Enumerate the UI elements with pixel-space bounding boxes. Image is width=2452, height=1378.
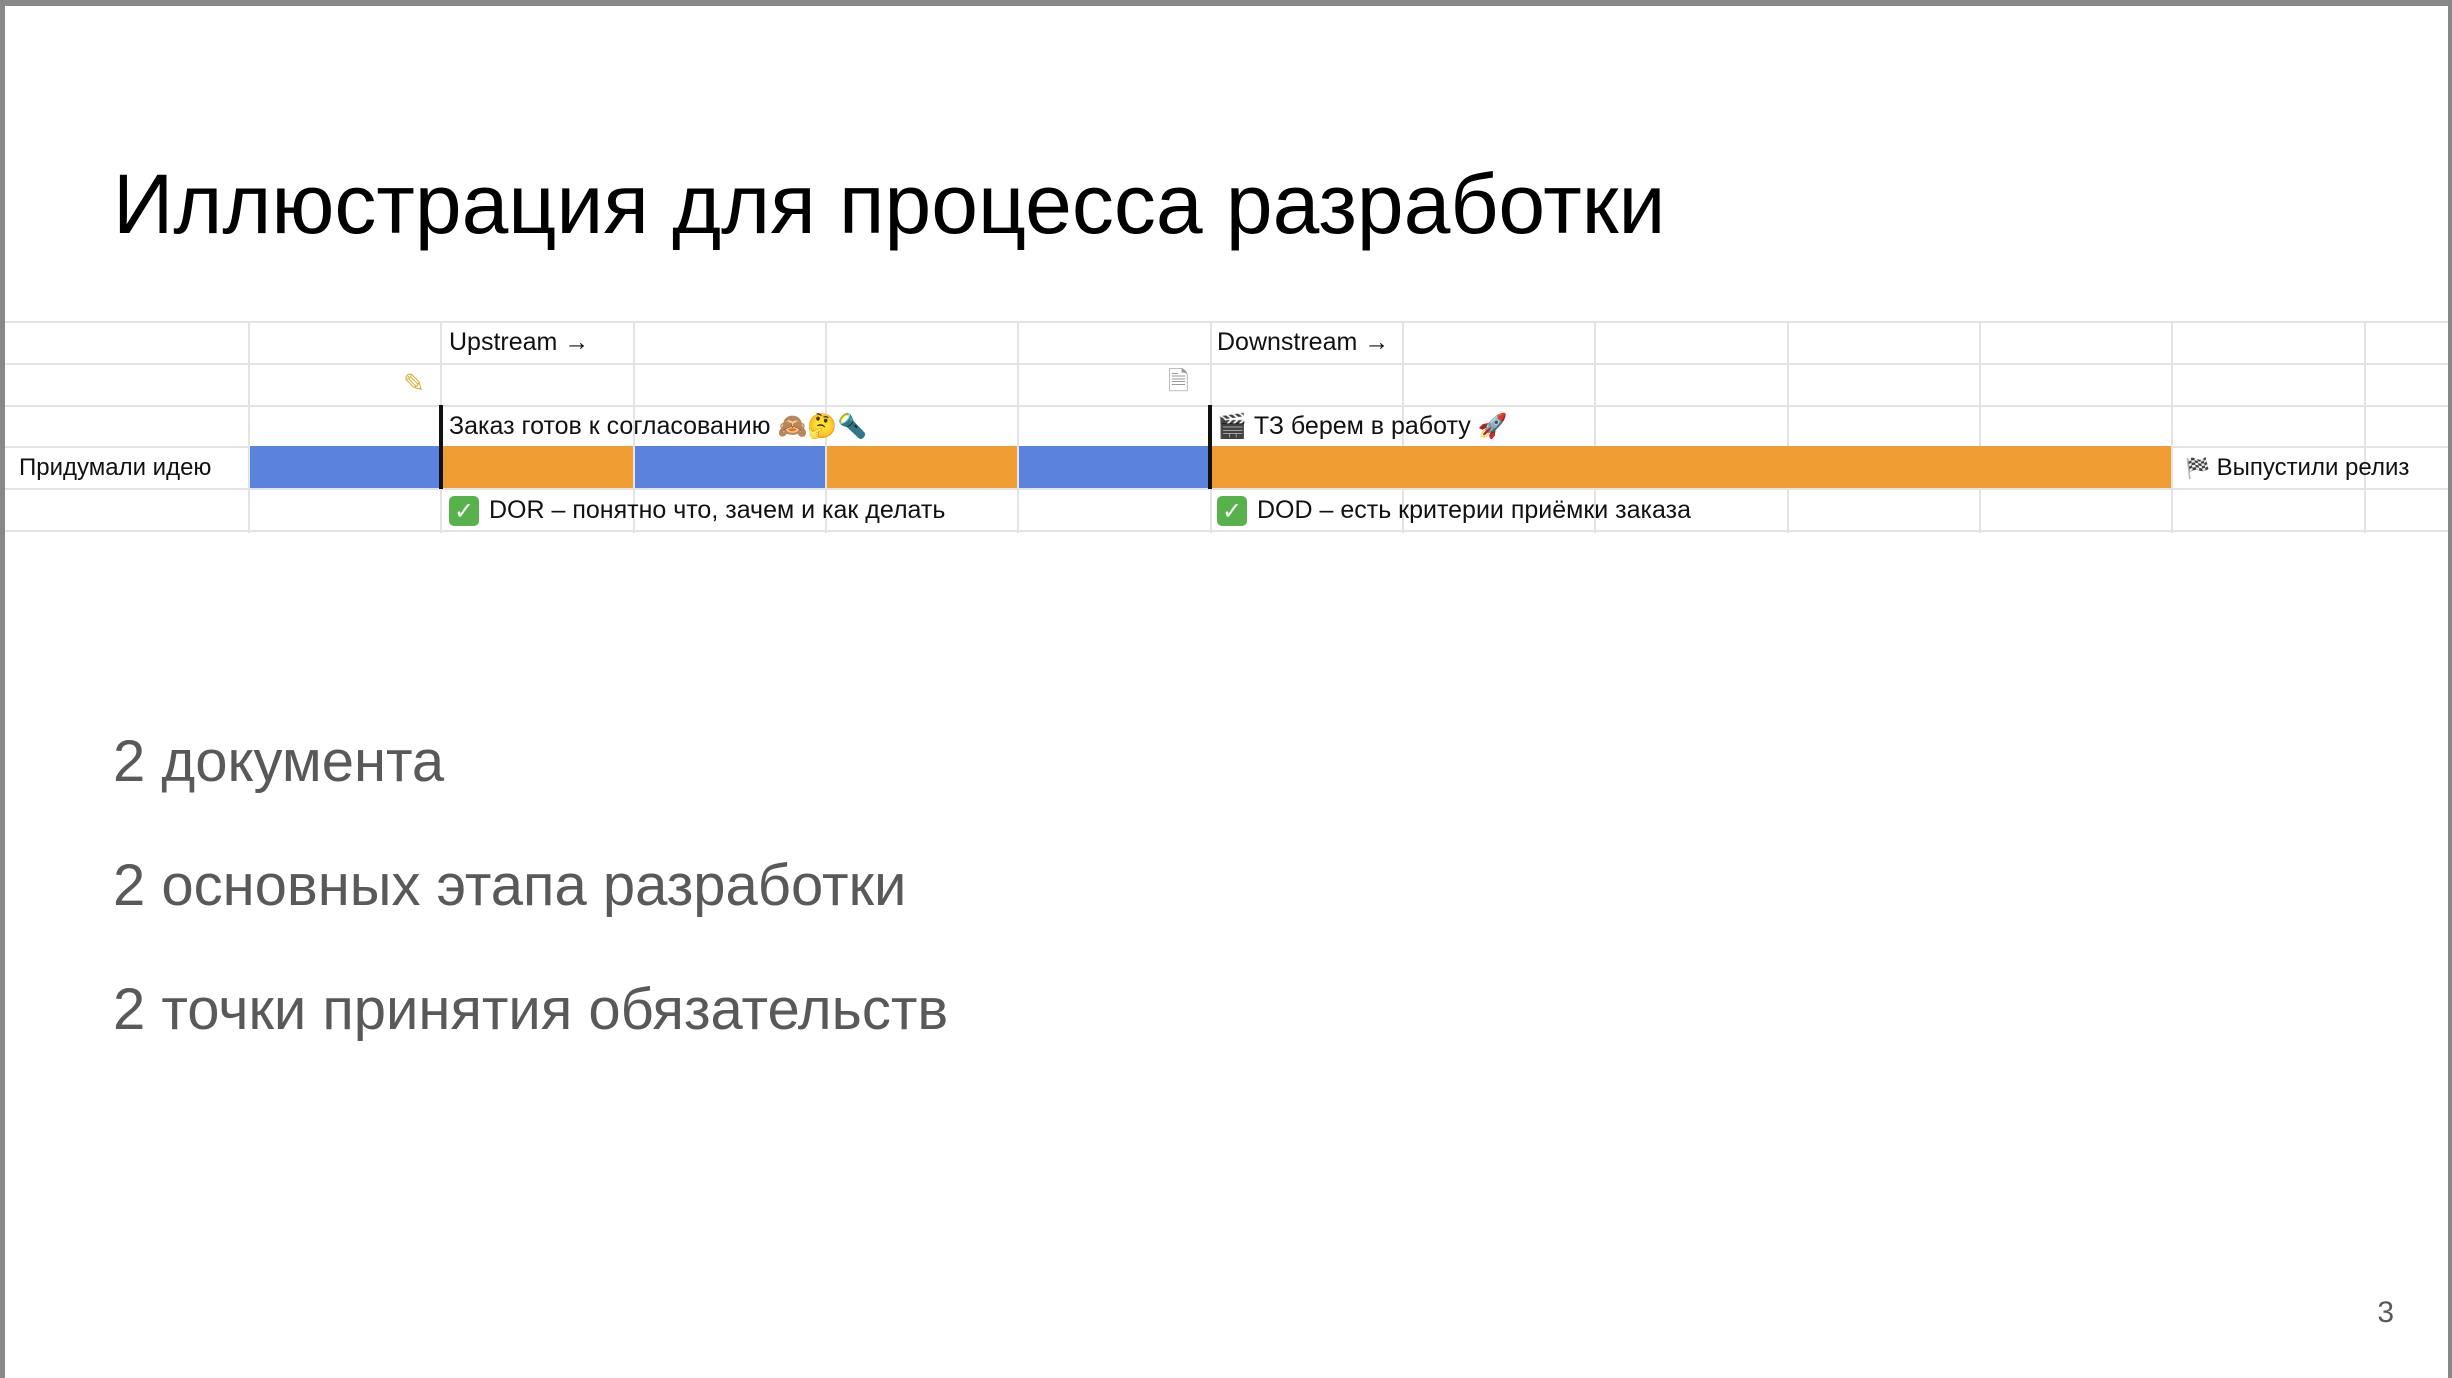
clapper-board-icon: 🎬 xyxy=(1217,413,1247,441)
dod-cell: ✓ DOD – есть критерии приёмки заказа xyxy=(1217,495,1692,527)
grid-line xyxy=(5,530,2448,532)
timeline-segment-blue xyxy=(635,446,825,488)
bullet-stages: 2 основных этапа разработки xyxy=(113,853,907,918)
grid-line xyxy=(1402,321,1404,533)
grid-line xyxy=(5,321,2448,323)
grid-line xyxy=(2364,321,2366,533)
order-ready-text: Заказ готов к согласованию xyxy=(449,412,771,440)
checkered-flag-icon: 🏁 xyxy=(2185,457,2210,480)
upstream-label: Upstream → xyxy=(449,328,590,356)
spec-taken-text: ТЗ берем в работу xyxy=(1253,412,1471,440)
dod-text: DOD – есть критерии приёмки заказа xyxy=(1257,496,1692,524)
checkmark-icon: ✓ xyxy=(449,496,479,527)
timeline-segment-blue xyxy=(250,446,440,488)
grid-line xyxy=(633,321,635,533)
grid-line xyxy=(5,363,2448,365)
timeline-segment-orange xyxy=(827,446,1017,488)
grid-line xyxy=(2171,321,2173,533)
slide-title: Иллюстрация для процесса разработки xyxy=(113,157,1666,251)
grid-line xyxy=(825,321,827,533)
grid-line xyxy=(5,488,2448,490)
pencil-memo-icon: ✎ xyxy=(403,369,425,399)
downstream-label: Downstream → xyxy=(1217,328,1390,356)
bullet-commitment-points: 2 точки принятия обязательств xyxy=(113,977,949,1042)
dor-cell: ✓ DOR – понятно что, зачем и как делать xyxy=(449,495,946,527)
grid-line xyxy=(1787,321,1789,533)
release-label: Выпустили релиз xyxy=(2216,454,2410,481)
checkmark-icon: ✓ xyxy=(1217,496,1247,527)
document-icon: 🗎 xyxy=(1168,367,1189,397)
spec-taken-cell: 🎬 ТЗ берем в работу 🚀 xyxy=(1217,411,1508,442)
grid-line xyxy=(248,321,250,533)
grid-line xyxy=(1979,321,1981,533)
order-ready-cell: Заказ готов к согласованию 🙈🤔🔦 xyxy=(449,411,867,442)
timeline-segment-orange xyxy=(1212,446,2171,488)
timeline-segment-orange xyxy=(442,446,633,488)
page-number: 3 xyxy=(2377,1296,2394,1329)
bullet-documents: 2 документа xyxy=(113,729,445,794)
timeline-segment-blue xyxy=(1019,446,1210,488)
downstream-commitment-marker xyxy=(1208,405,1212,489)
release-cell: 🏁 Выпустили релиз xyxy=(2185,453,2409,484)
monkey-thinking-flashlight-emoji: 🙈🤔🔦 xyxy=(777,413,868,441)
grid-line xyxy=(5,405,2448,407)
start-label: Придумали идею xyxy=(19,454,212,481)
grid-line xyxy=(1017,321,1019,533)
process-timeline-table: Upstream → Downstream → ✎ 🗎 Заказ готов … xyxy=(5,321,2448,533)
dor-text: DOR – понятно что, зачем и как делать xyxy=(489,496,946,524)
upstream-commitment-marker xyxy=(439,405,443,489)
rocket-icon: 🚀 xyxy=(1477,413,1508,441)
grid-line xyxy=(1594,321,1596,533)
